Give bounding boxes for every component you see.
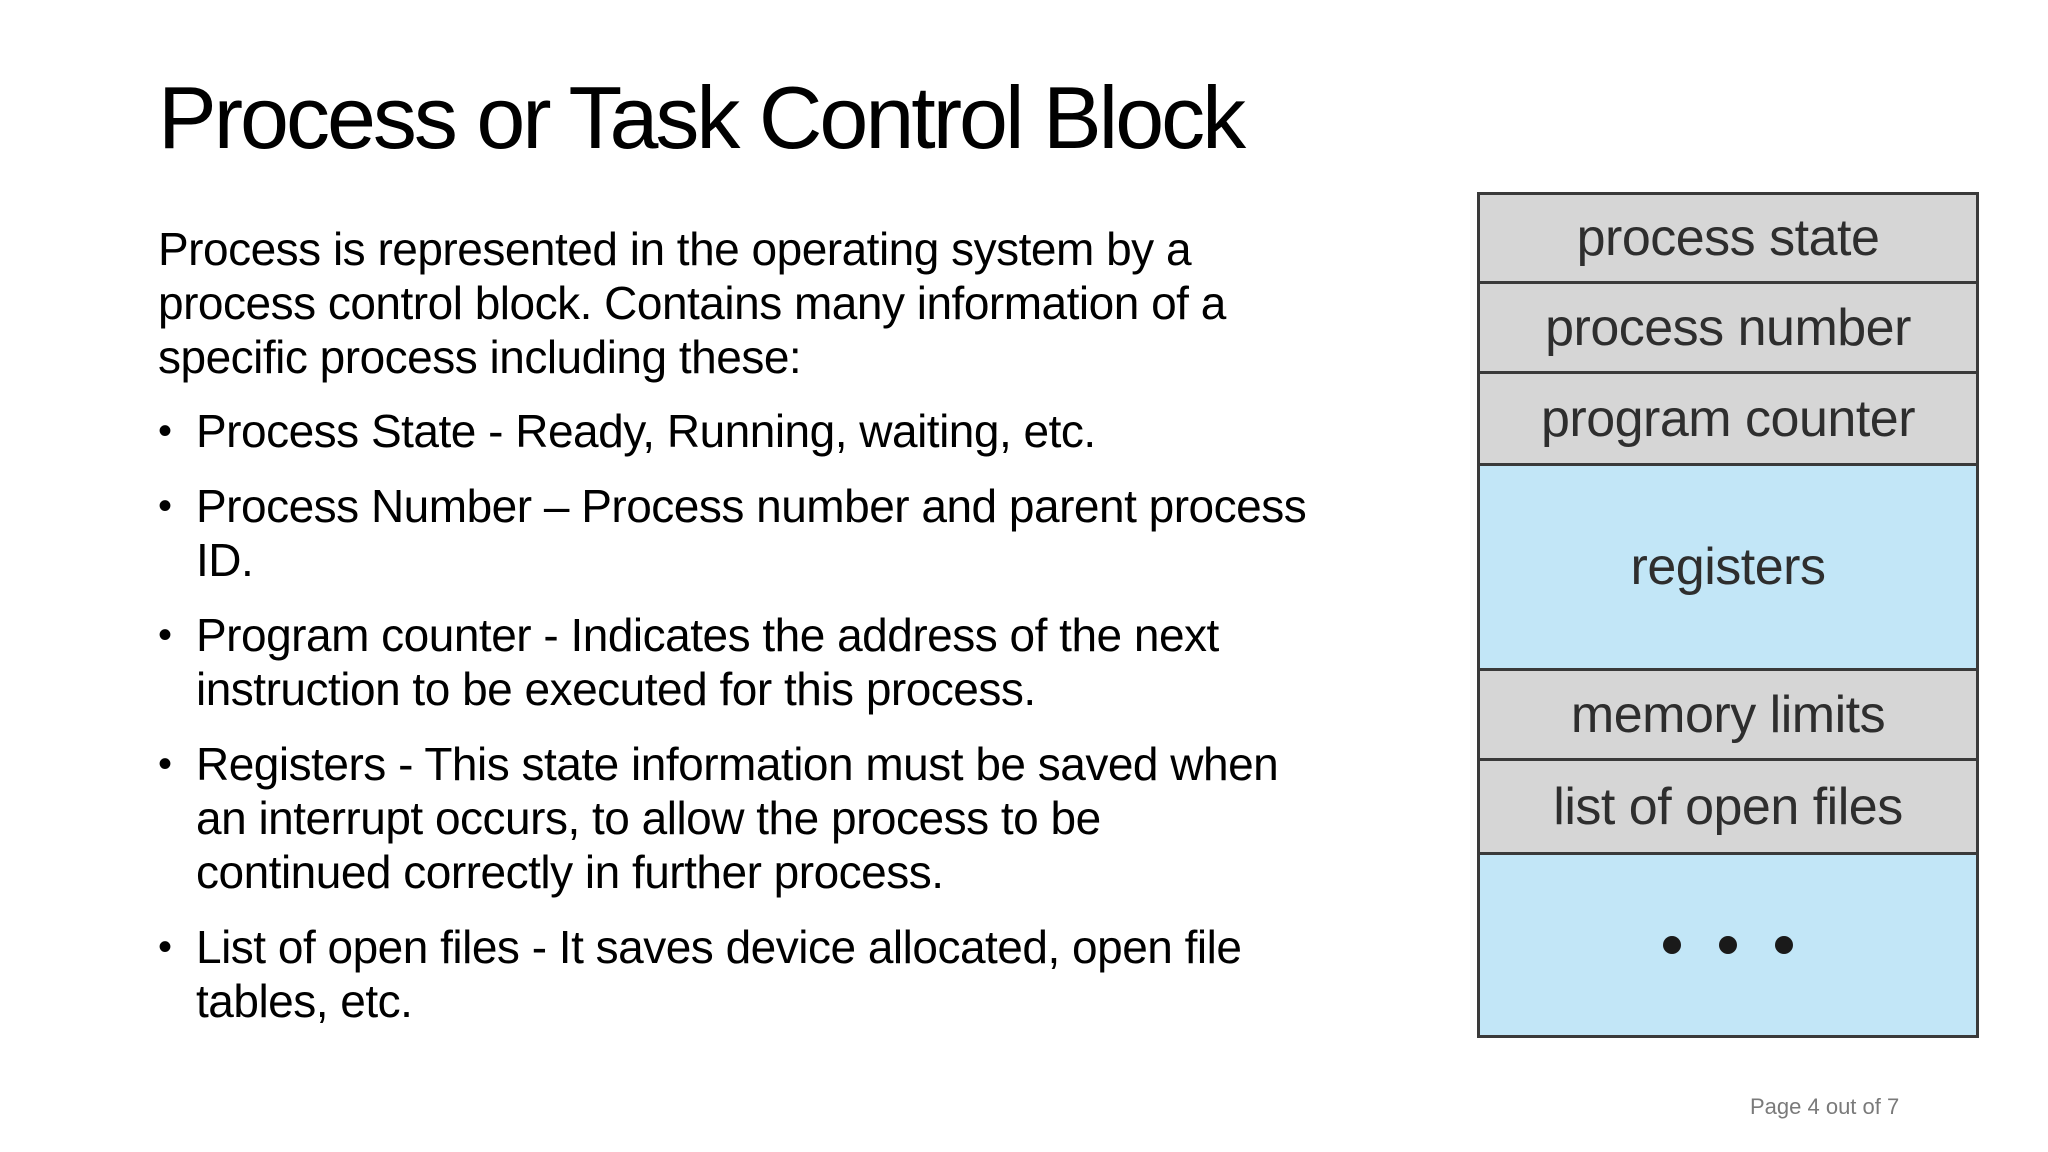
bullet-text: Process State - Ready, Running, waiting,… [196, 405, 1096, 457]
page-number: Page 4 out of 7 [1750, 1094, 1900, 1119]
bullet-icon: • [158, 484, 172, 528]
bullet-text: an interrupt occurs, to allow the proces… [196, 792, 1101, 844]
bullet-item-registers: • Registers - This state information mus… [158, 737, 1458, 899]
bullet-item-program-counter: • Program counter - Indicates the addres… [158, 608, 1458, 716]
intro-paragraph: Process is represented in the operating … [158, 222, 1458, 384]
dot-icon [1719, 936, 1737, 954]
intro-line: specific process including these: [158, 331, 802, 383]
bullet-icon: • [158, 925, 172, 969]
bullet-item-open-files: • List of open files - It saves device a… [158, 920, 1458, 1028]
bullet-text: continued correctly in further process. [196, 846, 944, 898]
dot-icon [1663, 936, 1681, 954]
bullet-item-process-state: • Process State - Ready, Running, waitin… [158, 404, 1458, 458]
pcb-row-registers: registers [1480, 466, 1976, 671]
bullet-text: tables, etc. [196, 975, 413, 1027]
pcb-row-more [1480, 855, 1976, 1035]
bullet-text: ID. [196, 534, 254, 586]
intro-line: process control block. Contains many inf… [158, 277, 1226, 329]
pcb-row-process-state: process state [1480, 195, 1976, 284]
pcb-diagram: process state process number program cou… [1477, 192, 1979, 1038]
bullet-icon: • [158, 613, 172, 657]
pcb-row-memory-limits: memory limits [1480, 671, 1976, 761]
bullet-text: Process Number – Process number and pare… [196, 480, 1307, 532]
bullet-text: instruction to be executed for this proc… [196, 663, 1036, 715]
dot-icon [1775, 936, 1793, 954]
slide-title: Process or Task Control Block [158, 68, 1246, 167]
bullet-text: Registers - This state information must … [196, 738, 1279, 790]
bullet-list: • Process State - Ready, Running, waitin… [158, 404, 1458, 1049]
bullet-item-process-number: • Process Number – Process number and pa… [158, 479, 1458, 587]
pcb-row-open-files: list of open files [1480, 761, 1976, 855]
intro-line: Process is represented in the operating … [158, 223, 1192, 275]
ellipsis-dots-icon [1663, 936, 1793, 954]
bullet-text: List of open files - It saves device all… [196, 921, 1242, 973]
pcb-row-program-counter: program counter [1480, 374, 1976, 466]
bullet-text: Program counter - Indicates the address … [196, 609, 1219, 661]
bullet-icon: • [158, 409, 172, 453]
bullet-icon: • [158, 742, 172, 786]
pcb-row-process-number: process number [1480, 284, 1976, 374]
